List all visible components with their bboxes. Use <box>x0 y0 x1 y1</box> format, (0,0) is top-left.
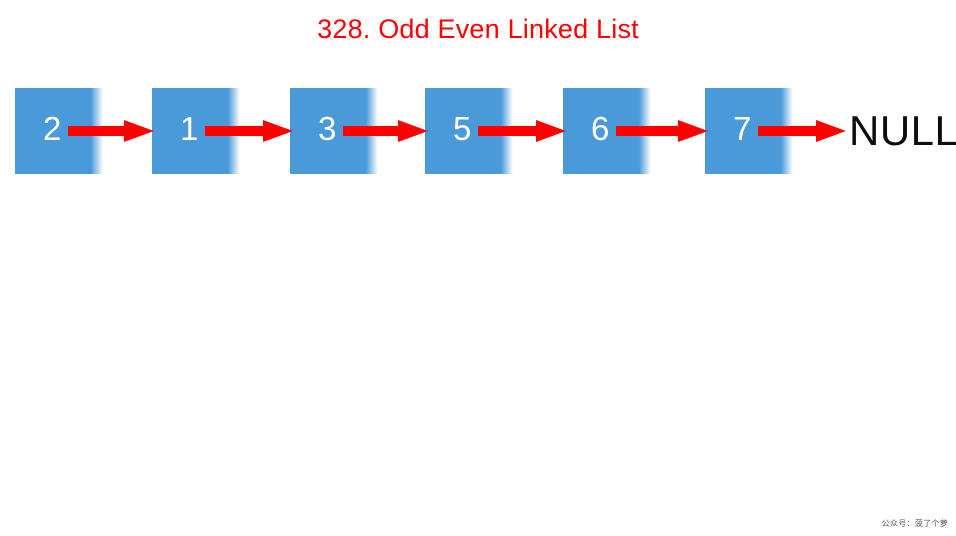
next-pointer-arrow-icon <box>205 119 293 143</box>
node-value: 2 <box>43 110 62 147</box>
next-pointer-arrow-icon <box>758 119 846 143</box>
next-pointer-arrow-icon <box>343 119 428 143</box>
page-title: 328. Odd Even Linked List <box>317 14 639 44</box>
next-pointer-arrow-icon <box>616 119 708 143</box>
node-value: 6 <box>591 110 610 147</box>
node-value: 3 <box>318 110 337 147</box>
watermark-text: 公众号：菠了个萝 <box>881 519 948 528</box>
node-value: 7 <box>733 110 752 147</box>
node-value: 1 <box>180 110 199 147</box>
next-pointer-arrow-icon <box>68 119 154 143</box>
next-pointer-arrow-icon <box>478 119 566 143</box>
null-terminator-label: NULL <box>849 107 956 154</box>
node-value: 5 <box>453 110 472 147</box>
